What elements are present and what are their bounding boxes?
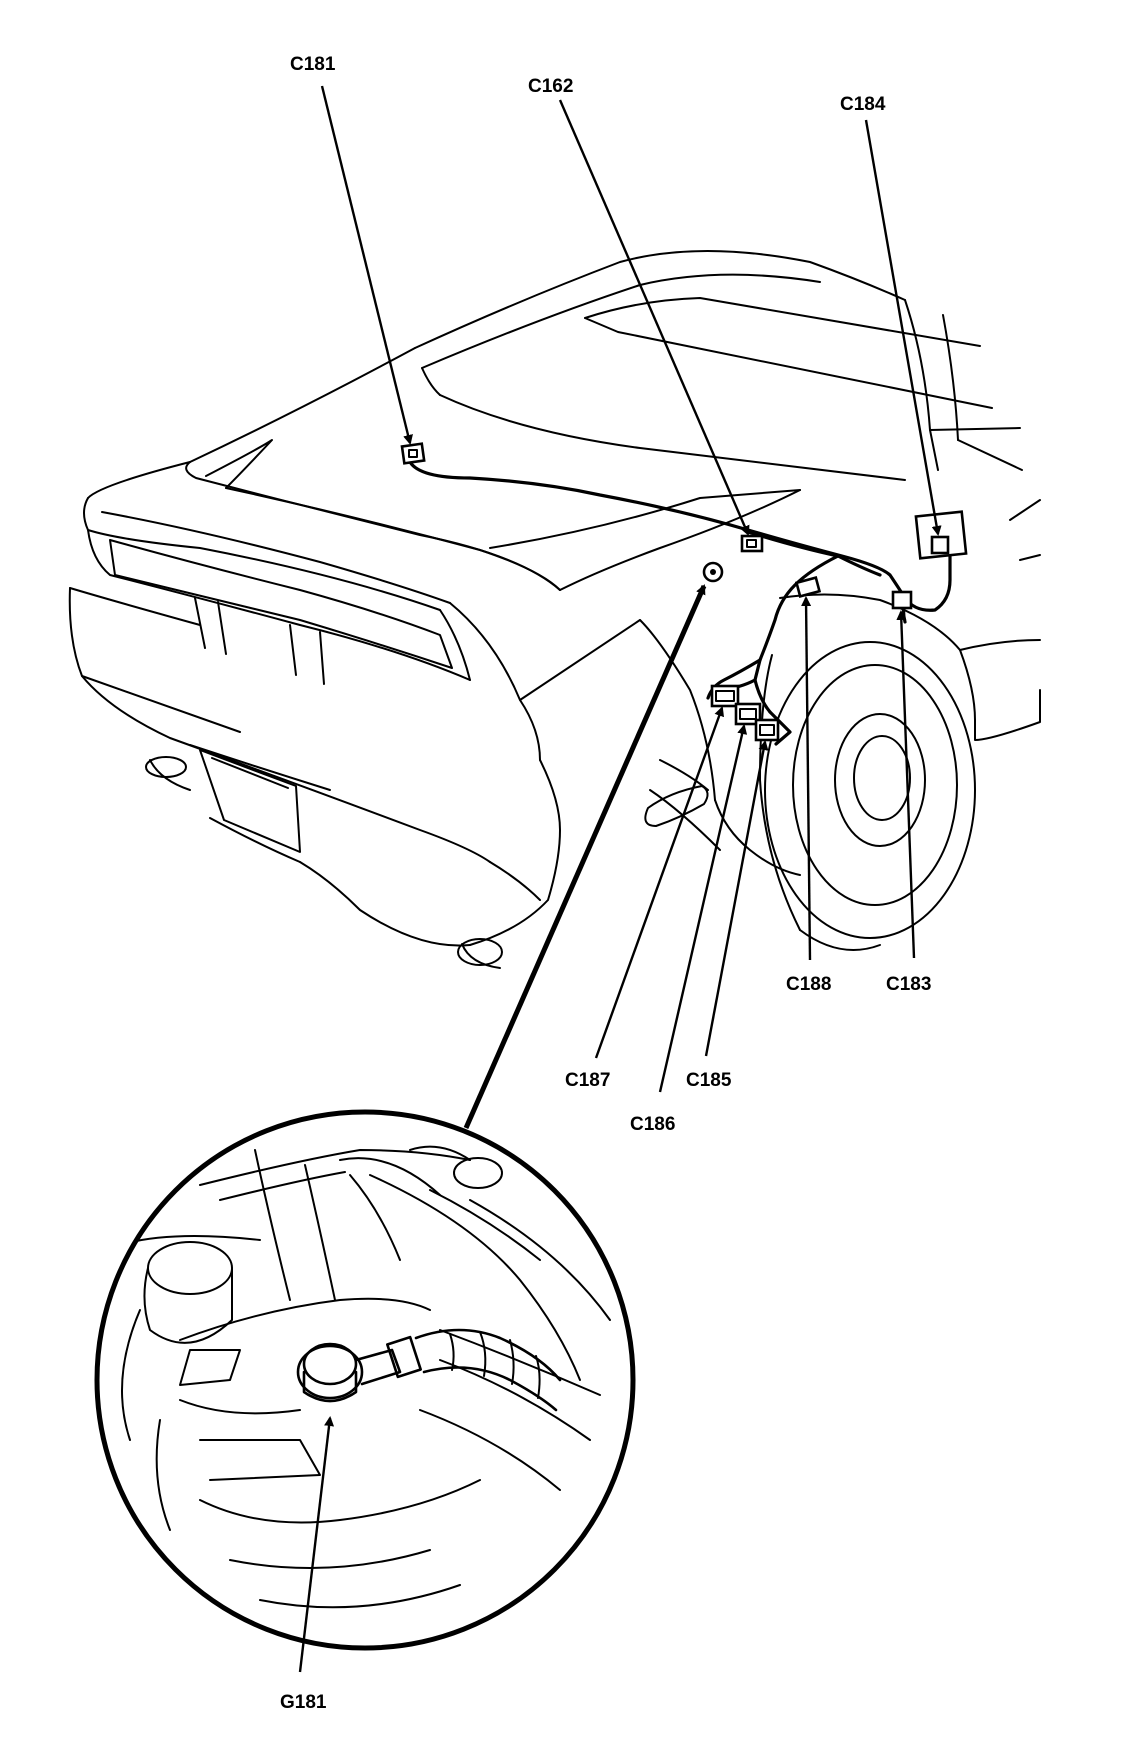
leader-c162 <box>558 99 750 536</box>
leader-c188 <box>801 596 812 961</box>
magnifier-link-line <box>463 584 707 1130</box>
leader-c184 <box>864 119 942 536</box>
label-c181: C181 <box>290 54 336 75</box>
connector-c186 <box>734 702 762 726</box>
leader-c186 <box>658 724 748 1093</box>
leader-c187 <box>594 706 724 1059</box>
connector-c162 <box>740 534 764 553</box>
label-g181: G181 <box>280 1692 327 1713</box>
leader-lines <box>298 85 942 1673</box>
leader-g181 <box>298 1416 335 1673</box>
connector-c184 <box>914 510 968 560</box>
ground-point-g181 <box>702 561 724 583</box>
label-c162: C162 <box>528 76 573 97</box>
leader-c183 <box>896 610 916 959</box>
detail-magnifier <box>94 1109 636 1651</box>
label-c185: C185 <box>686 1070 732 1091</box>
leader-c185 <box>704 740 769 1057</box>
connectors <box>400 442 968 742</box>
connector-c188 <box>794 576 822 598</box>
connector-c187 <box>710 684 740 708</box>
label-c184: C184 <box>840 94 886 115</box>
callout-labels: C181 C162 C184 C188 C183 C187 C185 C186 … <box>280 54 931 1713</box>
label-c186: C186 <box>630 1114 675 1135</box>
connector-c185 <box>754 718 780 742</box>
label-c187: C187 <box>565 1070 610 1091</box>
connector-c183 <box>891 590 913 610</box>
car-body <box>68 250 1041 969</box>
connector-c181 <box>400 442 426 465</box>
leader-c181 <box>320 85 413 445</box>
label-c183: C183 <box>886 974 931 995</box>
label-c188: C188 <box>786 974 831 995</box>
